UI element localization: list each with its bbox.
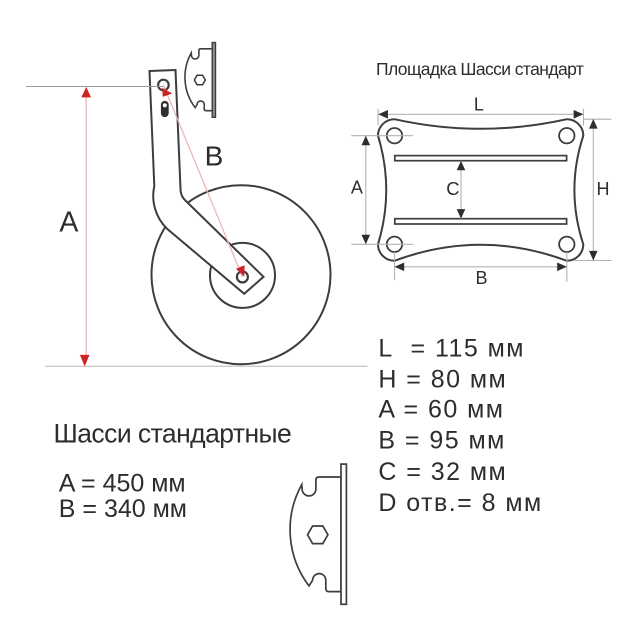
svg-text:Шасси стандартные: Шасси стандартные (54, 419, 292, 449)
svg-text:C: C (446, 178, 459, 199)
svg-text:A: A (351, 177, 363, 197)
svg-text:B: B (205, 140, 224, 171)
svg-text:D отв.= 8 мм: D отв.= 8 мм (378, 489, 542, 517)
svg-text:H = 80 мм: H = 80 мм (378, 365, 507, 393)
svg-text:L = 115 мм: L = 115 мм (378, 334, 524, 362)
svg-text:A = 450 мм: A = 450 мм (59, 470, 186, 498)
svg-text:A: A (59, 207, 78, 239)
svg-text:H: H (597, 179, 610, 199)
svg-text:B = 95 мм: B = 95 мм (378, 427, 505, 455)
svg-text:L: L (474, 95, 484, 115)
svg-text:B = 340 мм: B = 340 мм (59, 495, 187, 523)
svg-text:A = 60 мм: A = 60 мм (378, 396, 504, 424)
svg-text:C = 32 мм: C = 32 мм (378, 458, 507, 486)
svg-text:Площадка Шасси стандарт: Площадка Шасси стандарт (376, 59, 584, 79)
svg-text:B: B (476, 268, 488, 288)
